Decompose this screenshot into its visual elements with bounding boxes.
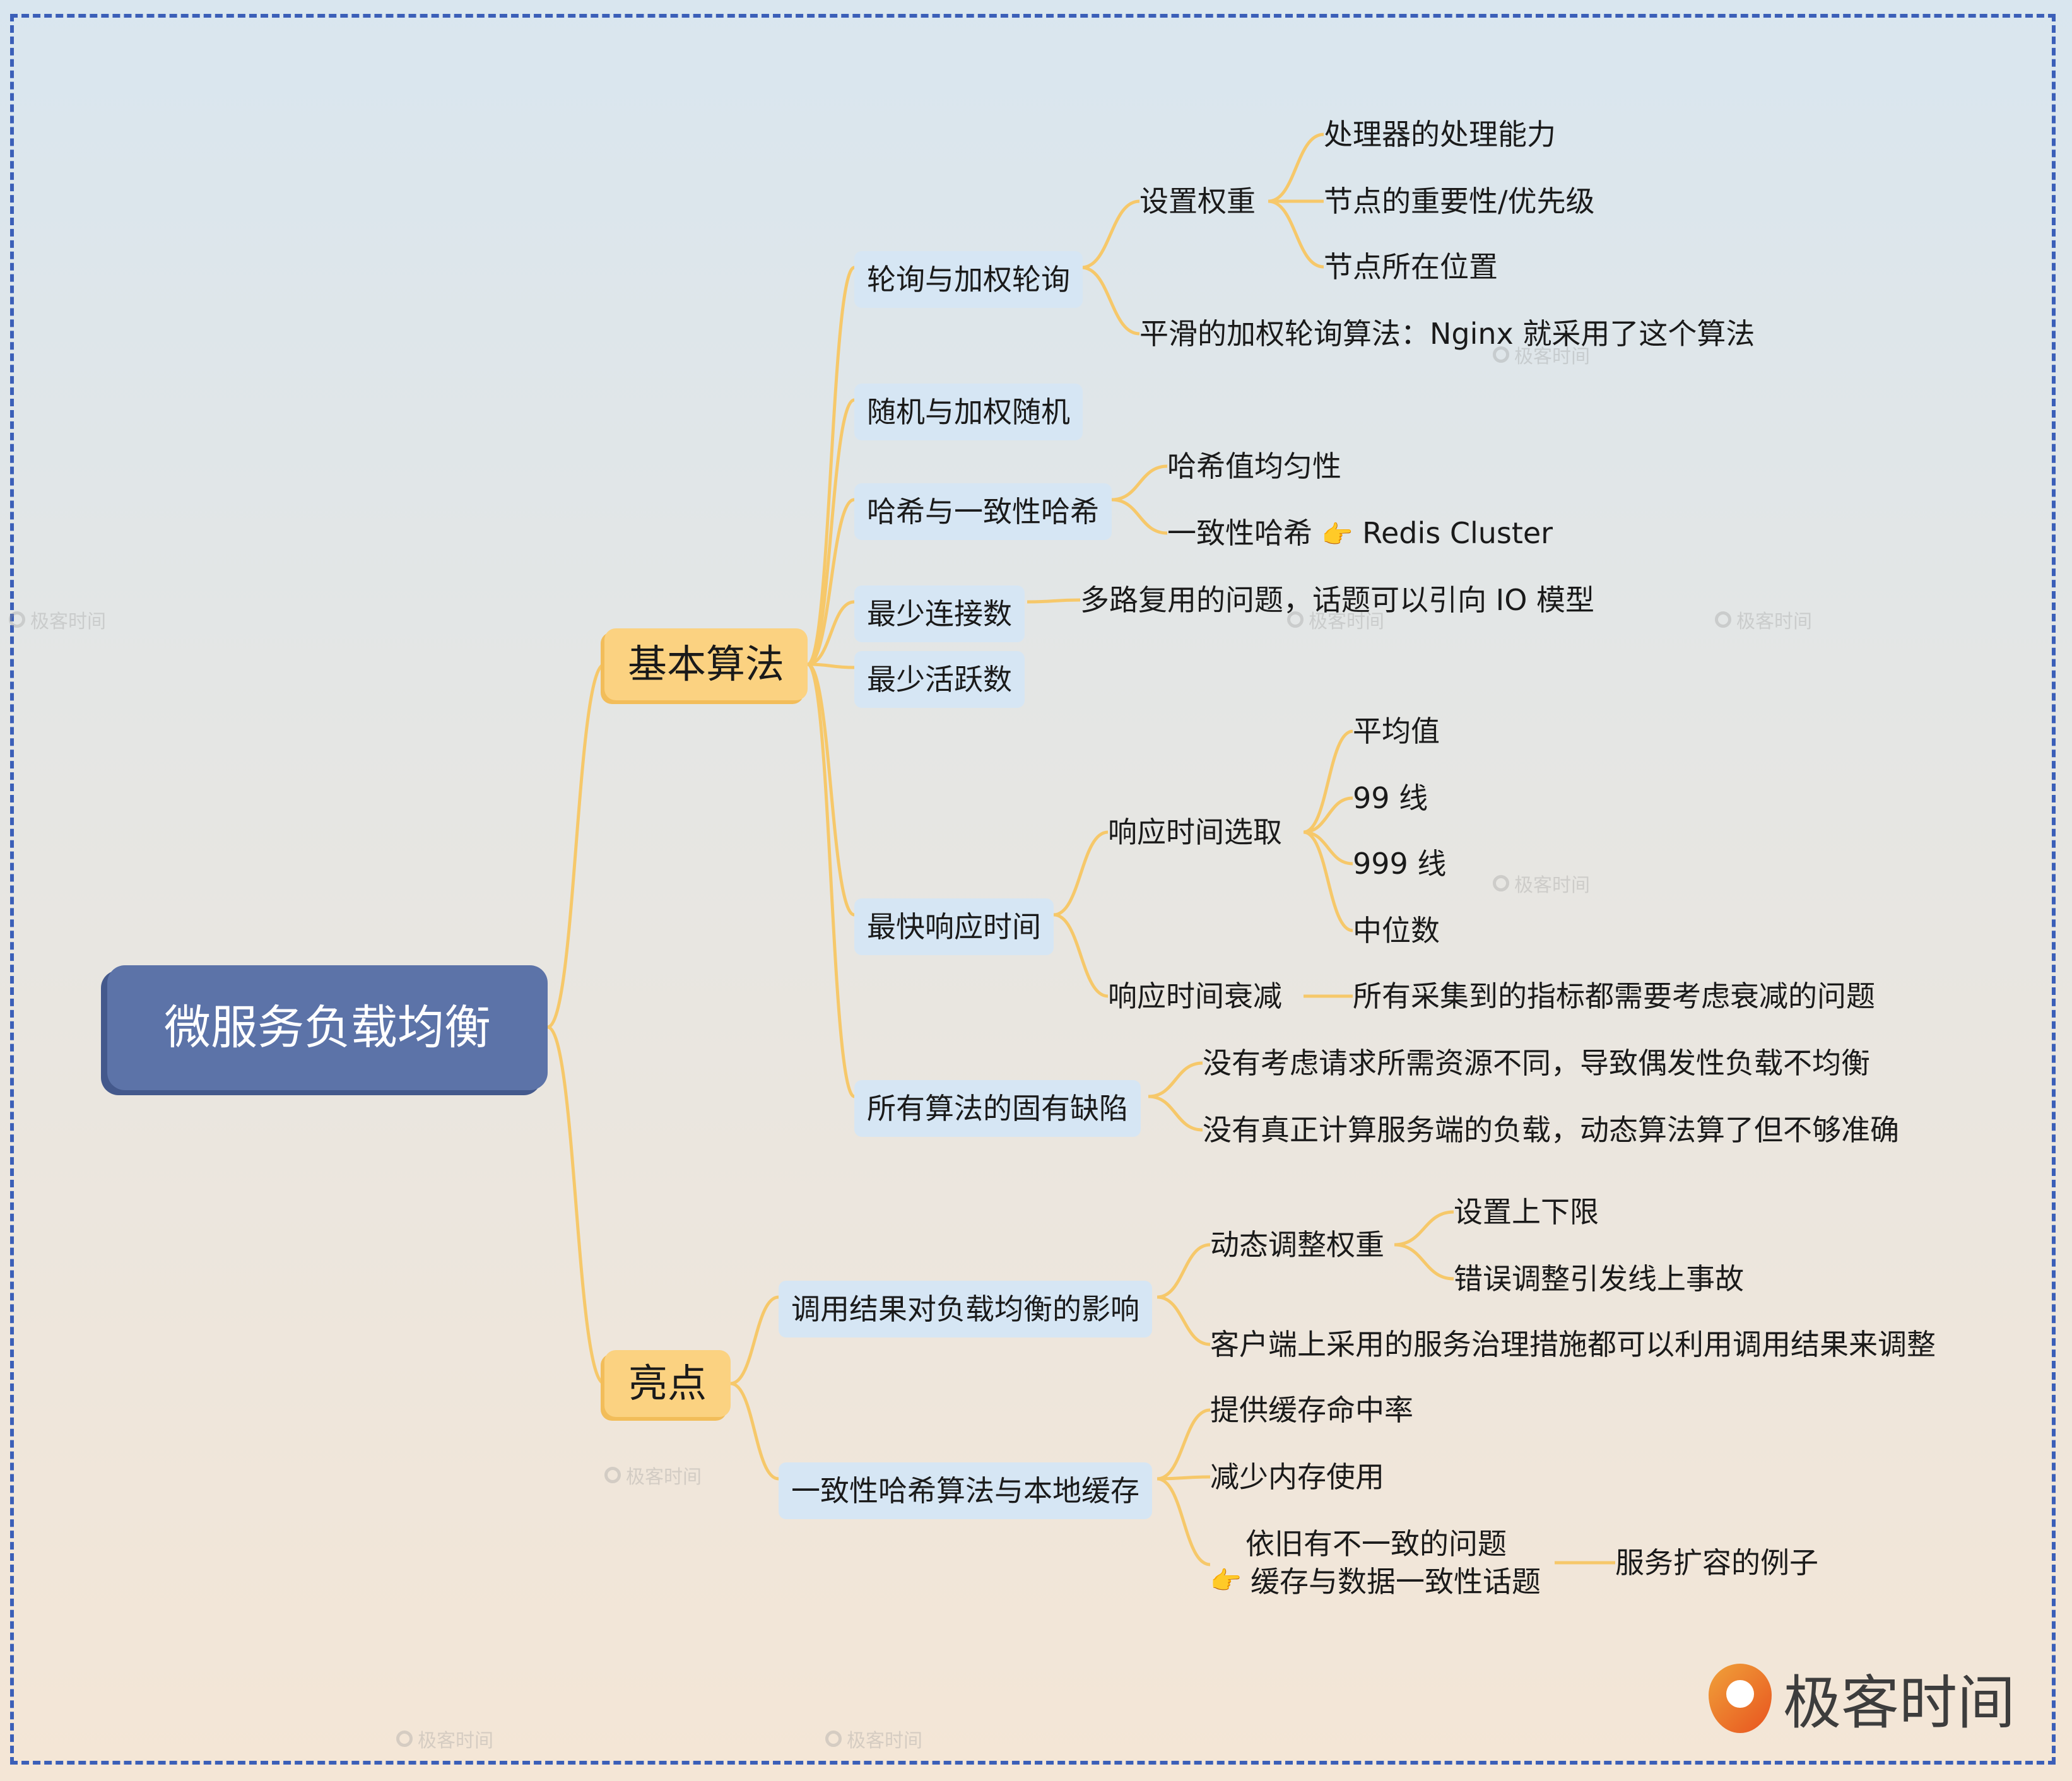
leaf-set-bounds: 设置上下限 [1454,1195,1599,1229]
connector-line [1268,132,1324,203]
leaf-reduce-memory: 减少内存使用 [1210,1460,1384,1494]
leaf-weight-location: 节点所在位置 [1324,250,1498,284]
topic-set-weight: 设置权重 [1139,184,1256,218]
watermark: 极客时间 [396,1725,493,1753]
leaf-scale-out-example: 服务扩容的例子 [1615,1546,1818,1580]
leaf-multiplexing-note: 多路复用的问题，话题可以引向 IO 模型 [1080,583,1595,617]
connector-line [546,662,606,1029]
topic-least-connections: 最少连接数 [854,585,1025,642]
leaf-defect-resources: 没有考虑请求所需资源不同，导致偶发性负载不均衡 [1203,1046,1870,1080]
leaf-inconsistency-line2: 缓存与数据一致性话题 [1251,1565,1541,1599]
connector-line [1157,1475,1211,1481]
connector-line [1394,1243,1454,1281]
connector-line [1081,199,1140,269]
topic-hash: 哈希与一致性哈希 [854,483,1112,540]
topic-round-robin: 轮询与加权轮询 [854,251,1083,308]
topic-response-selection: 响应时间选取 [1108,815,1282,849]
watermark-logo-icon [1287,611,1304,628]
watermark: 极客时间 [9,606,106,633]
pointing-hand-icon: 👉 [1210,1566,1242,1596]
topic-inherent-defects: 所有算法的固有缺陷 [854,1080,1141,1137]
leaf-decay-note: 所有采集到的指标都需要考虑衰减的问题 [1353,979,1875,1013]
redis-cluster-label: Redis Cluster [1362,516,1553,550]
connector-line [807,498,855,666]
watermark: 极客时间 [825,1725,922,1753]
connector-line [1148,1061,1203,1098]
leaf-consistent-hash: 一致性哈希 👉 Redis Cluster [1167,519,1553,548]
branch-basic-algorithms: 基本算法 [604,628,808,700]
leaf-weight-cpu: 处理器的处理能力 [1324,117,1556,151]
connector-line [1111,498,1168,535]
leaf-p999: 999 线 [1353,847,1447,881]
connector-line [1303,729,1353,834]
connector-line [1081,266,1140,336]
connector-line [547,1025,605,1385]
leaf-p99: 99 线 [1353,781,1428,815]
connector-line [1111,464,1168,502]
topic-dynamic-weight: 动态调整权重 [1210,1228,1384,1262]
watermark-logo-icon [1715,611,1731,628]
connector-line [1394,1210,1454,1247]
connector-line [1303,830,1353,932]
watermark: 极客时间 [1287,606,1384,633]
topic-random: 随机与加权随机 [854,384,1083,440]
watermark-logo-icon [825,1731,842,1747]
watermark-logo-icon [396,1731,413,1747]
connector-line [806,398,856,666]
brand-text: 极客时间 [1783,1669,2016,1737]
watermark: 极客时间 [1715,606,1812,633]
leaf-median: 中位数 [1353,914,1440,948]
watermark-logo-icon [1493,875,1509,891]
root-node: 微服务负载均衡 [107,965,548,1090]
watermark-logo-icon [604,1467,621,1483]
leaf-client-governance: 客户端上采用的服务治理措施都可以利用调用结果来调整 [1210,1327,1936,1361]
connector-line [1148,1095,1203,1132]
topic-local-cache: 一致性哈希算法与本地缓存 [779,1462,1152,1519]
connector-line [1157,1477,1211,1566]
leaf-average: 平均值 [1353,714,1440,748]
watermark: 极客时间 [1493,869,1590,897]
watermark: 极客时间 [1493,341,1590,368]
connector-line [806,266,856,666]
watermark-logo-icon [1493,346,1509,363]
connector-line [1157,1408,1211,1481]
geektime-logo-icon [1709,1663,1772,1733]
leaf-weight-priority: 节点的重要性/优先级 [1324,184,1595,218]
connector-line [730,1382,779,1481]
connector-line [807,600,855,666]
leaf-hash-uniform: 哈希值均匀性 [1167,449,1341,483]
connector-line [807,662,855,669]
topic-least-active: 最少活跃数 [854,651,1025,708]
connector-line [1157,1295,1211,1346]
topic-response-decay: 响应时间衰减 [1108,979,1282,1013]
connector-line [730,1295,779,1385]
branch-highlights: 亮点 [604,1350,731,1417]
connector-line [806,662,856,917]
dashed-frame [10,14,2056,1765]
leaf-cache-hit-rate: 提供缓存命中率 [1210,1393,1413,1427]
topic-call-result-impact: 调用结果对负载均衡的影响 [779,1281,1152,1337]
leaf-wrong-adjustment: 错误调整引发线上事故 [1454,1262,1744,1296]
watermark: 极客时间 [604,1461,702,1489]
connector-line [1303,830,1353,866]
leaf-defect-server-load: 没有真正计算服务端的负载，动态算法算了但不够准确 [1203,1113,1899,1147]
consistent-hash-label: 一致性哈希 [1167,516,1312,550]
brand-logo: 极客时间 [1709,1656,2015,1740]
connector-line [1268,199,1324,269]
leaf-inconsistency-line1: 依旧有不一致的问题 [1245,1527,1507,1561]
connector-line [1027,598,1081,604]
connector-line [1303,796,1353,834]
connector-line [1053,830,1109,917]
pointing-hand-icon: 👉 [1321,520,1353,550]
connector-line [1157,1243,1211,1299]
topic-fastest-response: 最快响应时间 [854,898,1054,955]
watermark-logo-icon [9,611,25,628]
connector-line [1053,913,1109,998]
connector-line [806,662,856,1098]
leaf-smooth-weighted: 平滑的加权轮询算法：Nginx 就采用了这个算法 [1139,317,1755,351]
